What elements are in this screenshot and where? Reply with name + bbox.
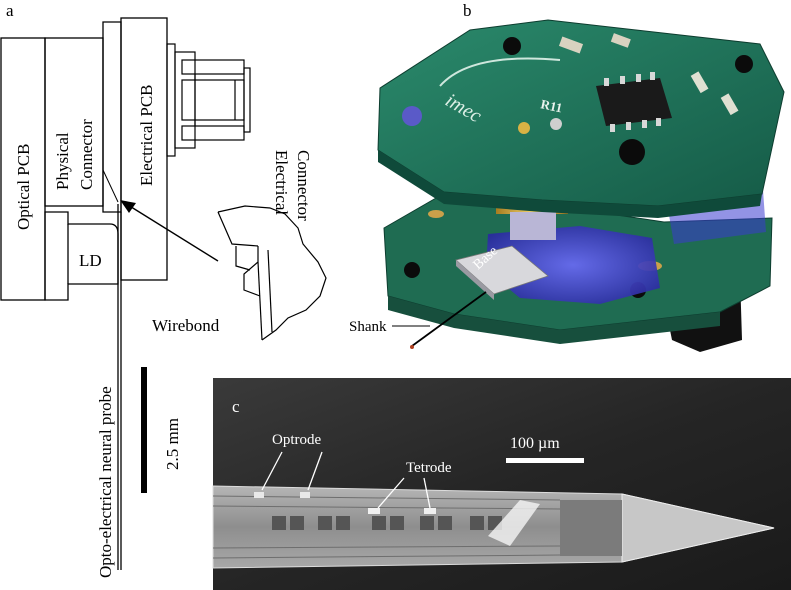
wirebond-label: Wirebond xyxy=(152,316,220,335)
top-pcb-hole-4 xyxy=(619,139,645,165)
top-pcb-hole-3 xyxy=(402,106,422,126)
micro-electrode-sites xyxy=(254,492,502,530)
scale-bar-mm xyxy=(141,367,147,493)
ld-label: LD xyxy=(79,251,102,270)
shank-needle xyxy=(411,291,487,347)
shank-tip xyxy=(410,345,414,349)
physical-connector-label-2: Connector xyxy=(77,119,96,190)
micro-reflection xyxy=(488,500,540,546)
electrical-pcb-label: Electrical PCB xyxy=(137,84,156,186)
probe-label: Opto-electrical neural probe xyxy=(96,386,115,578)
wirebond-arrow-head xyxy=(120,200,136,213)
lower-pcb-hole-1 xyxy=(404,262,420,278)
optrode-pointer-1 xyxy=(261,451,283,491)
scale-bar-um xyxy=(506,458,584,463)
top-pcb-hole-1 xyxy=(503,37,521,55)
electrical-connector-label-2: Connector xyxy=(294,150,313,221)
probe-taper-line xyxy=(102,169,119,203)
ld-window xyxy=(510,212,556,240)
electrical-connector-label-1: Electrical xyxy=(272,150,291,215)
panel-b-letter: b xyxy=(463,1,472,20)
top-pcb-hole-2 xyxy=(735,55,753,73)
silkscreen-arc xyxy=(439,57,561,87)
ic-chip xyxy=(596,78,672,126)
top-pcb-edge xyxy=(378,150,762,218)
scale-bar-mm-label: 2.5 mm xyxy=(163,418,182,470)
wirebond-inset xyxy=(217,205,327,341)
blue-illumination xyxy=(486,226,660,304)
shank-label: Shank xyxy=(349,319,387,335)
ic-chip-pins xyxy=(604,72,661,132)
micro-probe-dark-zone xyxy=(560,500,622,556)
lower-pcb-pad xyxy=(428,210,444,218)
tetrode-pointer-2 xyxy=(423,477,431,509)
scale-bar-um-label: 100 µm xyxy=(510,435,560,452)
panel-b: b Base imec R11 xyxy=(349,1,785,352)
electrical-connector-drawing xyxy=(166,43,251,157)
physical-connector-label-1: Physical xyxy=(53,132,72,190)
panel-c-letter: c xyxy=(232,397,240,416)
optrode-label: Optrode xyxy=(272,432,321,448)
optrode-pointer-2 xyxy=(307,451,323,491)
pcb-ref-text: R11 xyxy=(539,96,563,115)
probe-base-block xyxy=(455,245,549,295)
panel-a-letter: a xyxy=(6,1,14,20)
probe-base-outline xyxy=(102,21,122,213)
wirebond-arrow-line xyxy=(127,204,219,262)
probe-base-side xyxy=(456,260,494,300)
optical-pcb-label: Optical PCB xyxy=(14,144,33,230)
smd-components xyxy=(518,33,739,134)
tetrode-pointer-1 xyxy=(377,477,405,509)
tetrode-label: Tetrode xyxy=(406,460,452,476)
panel-a: a Optical PCB Physical Connector LD Opto… xyxy=(0,1,327,578)
lower-pcb-edge xyxy=(388,296,720,344)
panel-c: c Optrode Tetro xyxy=(212,378,791,590)
